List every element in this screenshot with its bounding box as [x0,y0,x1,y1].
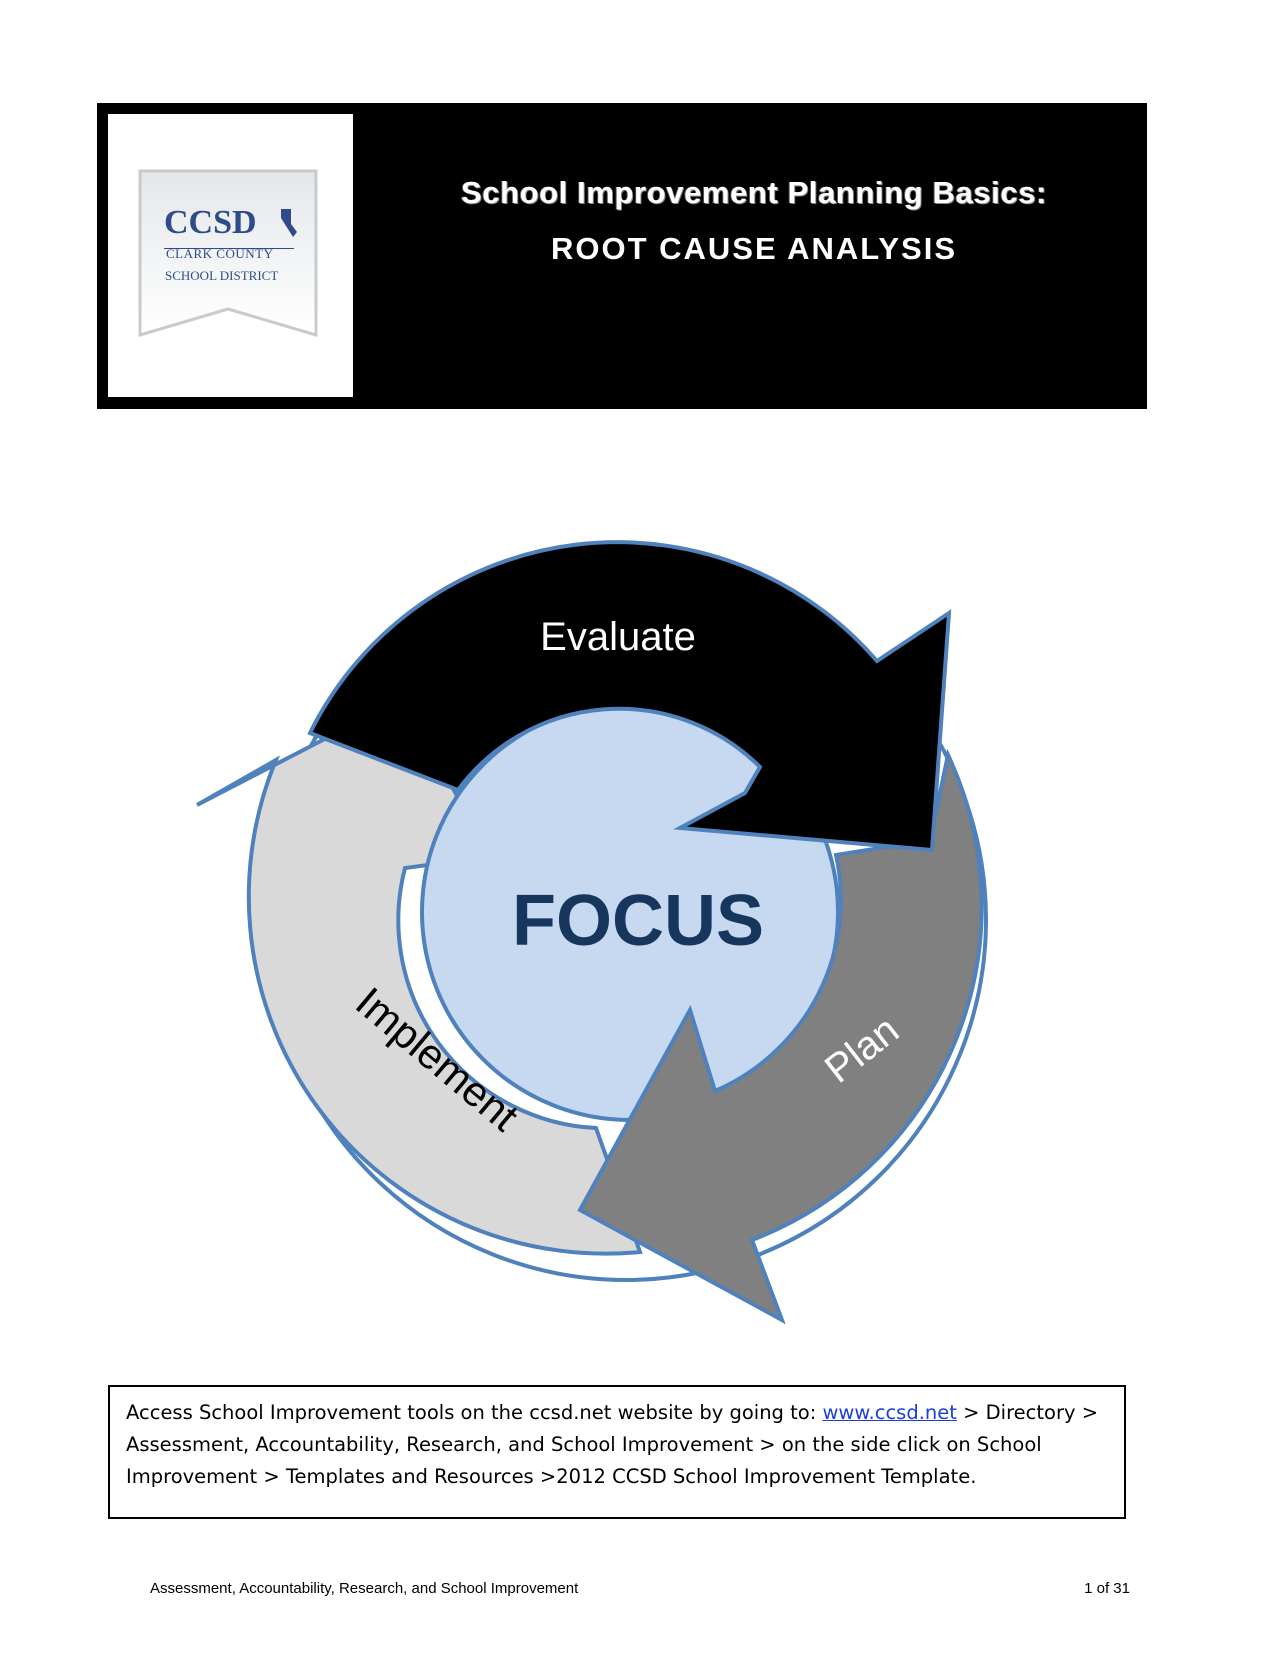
implement-arrow [196,696,643,1256]
nevada-state-icon [281,209,297,237]
ccsd-website-link[interactable]: www.ccsd.net [822,1401,957,1424]
logo-school-district: SCHOOL DISTRICT [165,268,279,283]
ccsd-logo: CCSD CLARK COUNTY SCHOOL DISTRICT [108,114,353,397]
logo-ccsd-text: CCSD [164,204,257,241]
info-text-path: > Directory > Assessment, Accountability… [126,1401,1099,1488]
logo-pennant-shape [138,169,318,337]
document-title: School Improvement Planning Basics: [460,175,1047,210]
plan-arrow [577,748,984,1325]
logo-clark-county: CLARK COUNTY [166,246,274,261]
evaluate-label: Evaluate [540,615,696,659]
footer-department: Assessment, Accountability, Research, an… [150,1580,579,1597]
document-subtitle: ROOT CAUSE ANALYSIS [550,231,958,266]
page-number: 1 of 31 [1084,1580,1130,1597]
access-info-box: Access School Improvement tools on the c… [108,1385,1126,1519]
logo-divider [164,248,294,249]
info-text-intro: Access School Improvement tools on the c… [126,1401,823,1424]
focus-label: FOCUS [512,881,764,961]
evaluate-arrow [307,540,952,853]
header-banner: CCSD CLARK COUNTY SCHOOL DISTRICT School… [97,103,1147,409]
